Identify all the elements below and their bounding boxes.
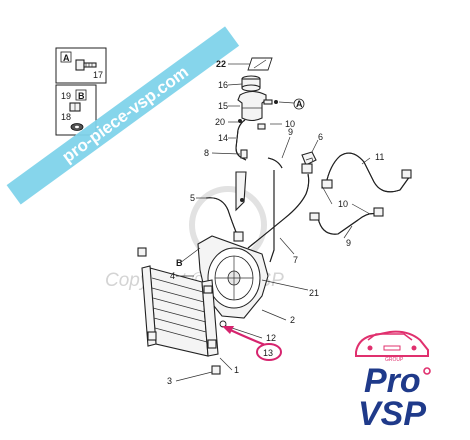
bolt-icon [75,59,97,71]
part-22-tag [236,57,273,71]
expansion-cap [241,75,261,92]
ref-a-circle [293,98,305,110]
callout-5: 5 [190,193,195,203]
clip-10-top [257,123,266,130]
leader-lines [175,63,371,382]
callout-4: 4 [170,271,175,281]
callout-a: A [296,99,303,109]
banner-ribbon [6,26,240,205]
upper-radiator-hose [321,152,412,193]
inset-a-part-label: 17 [93,70,103,80]
logo-vsp-text: VSP [358,395,426,433]
callout-22: 22 [216,59,226,69]
car-icon [355,330,429,357]
callout-20: 20 [215,117,225,127]
callout-b: B [176,258,183,268]
inset-b-part-18: 18 [61,112,71,122]
callout-21: 21 [309,288,319,298]
clip-nut-icon [69,102,81,112]
inset-a: A 17 [55,47,107,84]
expansion-tank [237,90,278,122]
callout-16: 16 [218,80,228,90]
cooling-fan-assembly [197,235,269,319]
callout-labels: 22 16 15 A 20 10 14 8 9 6 11 5 10 9 7 B … [167,59,384,386]
callout-7: 7 [293,255,298,265]
lower-radiator-hose [309,207,384,235]
tank-outlet-hose [235,119,248,161]
callout-9-bottom: 9 [346,238,351,248]
callout-2: 2 [290,315,295,325]
callout-9-top: 9 [288,127,293,137]
pro-vsp-logo: GROUP Pro VSP [355,330,431,433]
website-banner: pro-piece-vsp.com [6,26,240,205]
callout-8: 8 [204,148,209,158]
callout-14: 14 [218,133,228,143]
inset-b-letter: B [78,91,85,101]
radiator [137,247,227,375]
callout-12: 12 [266,333,276,343]
callout-10-mid: 10 [338,199,348,209]
bracket-9 [267,157,283,263]
highlight-arrow-13 [222,326,282,361]
hose-fitting-6 [301,151,317,166]
inset-b-part-19: 19 [61,91,71,101]
bypass-hose [205,171,247,242]
callout-6: 6 [318,132,323,142]
callout-1: 1 [234,365,239,375]
inset-a-letter: A [63,53,70,63]
return-pipe [247,163,313,249]
washer-icon [70,123,84,131]
callout-3: 3 [167,376,172,386]
callout-13: 13 [263,348,273,358]
callout-15: 15 [218,101,228,111]
logo-pro-text: Pro [364,362,421,400]
callout-11: 11 [375,152,384,162]
logo-accent-dot [423,367,431,375]
logo-group-text: GROUP [385,357,404,363]
callout-10-top: 10 [285,119,295,129]
